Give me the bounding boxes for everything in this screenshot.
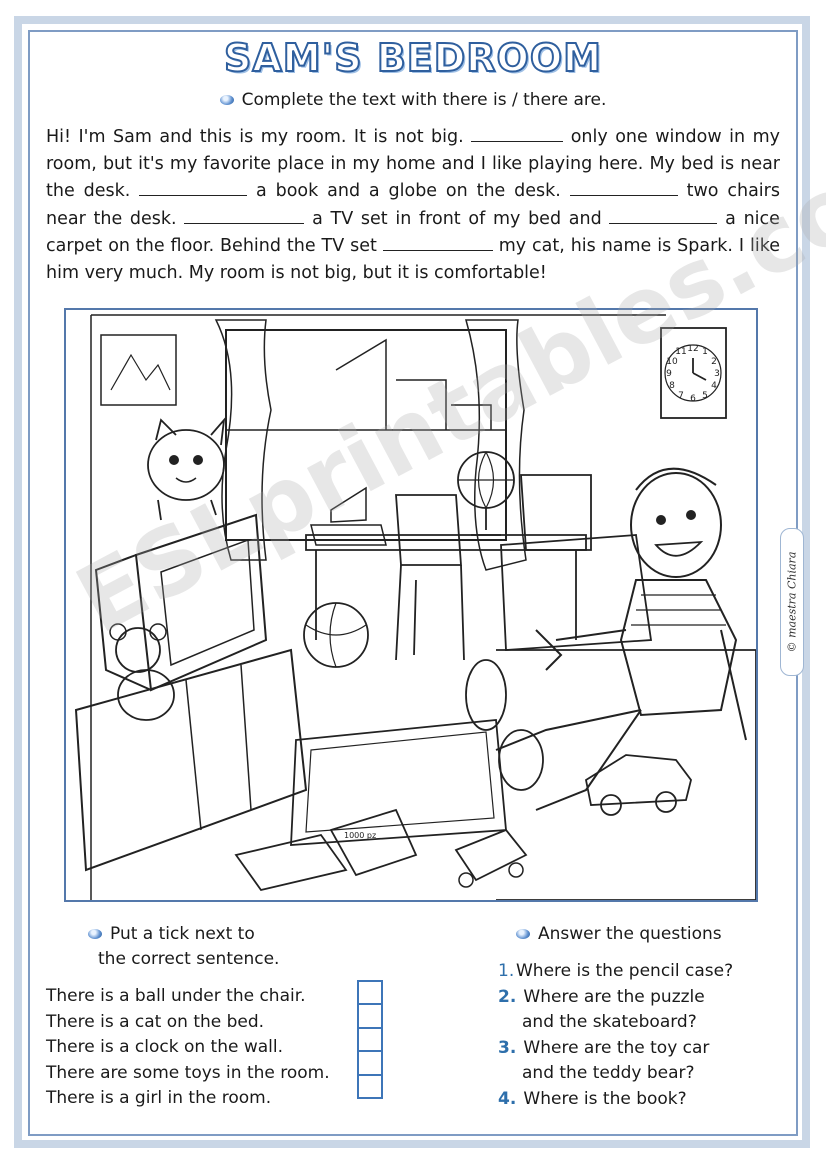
- clock-number-8: 8: [669, 381, 675, 391]
- bed: [496, 649, 756, 900]
- instruction-text: Complete the text with there is / there …: [241, 90, 607, 110]
- question-item: 4. Where is the book?: [498, 1087, 733, 1113]
- blank-3[interactable]: [569, 181, 678, 197]
- clock-number-7: 7: [678, 391, 684, 401]
- instruction: Complete the text with there is / there …: [0, 90, 826, 110]
- puzzle-box: [234, 833, 348, 892]
- toy-car: [584, 754, 692, 806]
- bed-headboard: [500, 534, 653, 651]
- wall-picture: [100, 334, 177, 406]
- curtain-right: [465, 319, 527, 571]
- carpet: [290, 719, 507, 846]
- signature-text: © maestra Chiara: [785, 551, 799, 653]
- sentence-item: There is a cat on the bed.: [46, 1011, 265, 1032]
- question-continuation: and the skateboard?: [522, 1012, 697, 1033]
- question-item: 1.Where is the pencil case?: [498, 959, 733, 985]
- clock-number-12: 12: [687, 344, 698, 354]
- fill-in-paragraph: Hi! I'm Sam and this is my room. It is n…: [46, 124, 780, 287]
- task-questions-instruction: Answer the questions: [516, 922, 722, 947]
- page-frame-outer: [14, 16, 810, 1148]
- question-item: 3. Where are the toy car: [498, 1036, 733, 1062]
- tick-checkbox[interactable]: [357, 980, 383, 1006]
- cat: [147, 429, 225, 501]
- page-title: SAM'S BEDROOM: [223, 35, 602, 81]
- tick-checkbox[interactable]: [357, 1026, 383, 1053]
- question-text: Where is the book?: [523, 1088, 687, 1109]
- question-number: 2.: [498, 986, 517, 1007]
- paragraph-part-7: my cat, his name is Spark. I like him ve…: [46, 235, 780, 284]
- question-text: Where are the puzzle: [523, 986, 705, 1007]
- signature-label: © maestra Chiara: [780, 528, 804, 676]
- clock-icon: [660, 327, 727, 419]
- question-number: 4.: [498, 1088, 517, 1109]
- clock-number-1: 1: [702, 347, 708, 357]
- paragraph-part-4: two chairs near the desk.: [46, 181, 780, 229]
- curtain-left: [214, 319, 272, 561]
- teddy-bear: [115, 627, 161, 673]
- paragraph-part-2: only one window in my room, but it's my …: [46, 127, 780, 202]
- question-number: 1.: [498, 961, 515, 981]
- book-cover-text: 1000 pz: [344, 831, 376, 840]
- tv-set: [134, 513, 268, 692]
- bullet-icon: [219, 95, 234, 105]
- task-tick-line2: the correct sentence.: [98, 949, 280, 969]
- question-continuation: and the teddy bear?: [522, 1063, 695, 1084]
- paragraph-part-5: a TV set in front of my bed and: [312, 208, 602, 229]
- sentence-item: There is a ball under the chair.: [46, 986, 306, 1006]
- tick-checkbox[interactable]: [357, 1073, 383, 1099]
- clock-number-2: 2: [711, 357, 717, 367]
- clock-number-11: 11: [675, 347, 686, 357]
- clock-number-4: 4: [711, 381, 717, 391]
- blank-1[interactable]: [471, 127, 564, 142]
- boy: [630, 472, 722, 578]
- clock-number-10: 10: [666, 357, 678, 367]
- clock-number-5: 5: [702, 391, 708, 401]
- tick-checkbox[interactable]: [357, 1003, 383, 1029]
- bedroom-drawing: 12 1 2 3 4 5 6 7 8 9 10 11: [74, 314, 756, 900]
- question-list: 1.Where is the pencil case? 2. Where are…: [498, 959, 733, 1113]
- tick-checkbox[interactable]: [357, 1050, 383, 1076]
- chair-1: [395, 494, 462, 566]
- question-text: Where is the pencil case?: [516, 961, 734, 981]
- bullet-icon: [88, 929, 102, 939]
- blank-2[interactable]: [139, 181, 248, 197]
- blank-5[interactable]: [609, 209, 718, 224]
- chair-2: [520, 474, 592, 551]
- clock-number-6: 6: [690, 394, 696, 404]
- sentence-item: There are some toys in the room.: [46, 1062, 330, 1083]
- paragraph-part-6: a nice carpet on the floor. Behind the T…: [46, 208, 780, 256]
- question-item: 2. Where are the puzzle: [498, 985, 733, 1011]
- sentence-item: There is a clock on the wall.: [46, 1037, 284, 1058]
- tick-box-column: [357, 980, 383, 1099]
- question-number: 3.: [498, 1037, 517, 1058]
- clock-number-3: 3: [714, 369, 720, 379]
- bedroom-illustration: 12 1 2 3 4 5 6 7 8 9 10 11: [64, 308, 758, 902]
- question-text: Where are the toy car: [523, 1037, 710, 1058]
- tv-stand: [74, 648, 308, 872]
- paragraph-part-3: a book and a globe on the desk.: [256, 181, 561, 202]
- book: [329, 808, 418, 877]
- clock-number-9: 9: [666, 369, 672, 379]
- sentence-list: There is a ball under the chair. There i…: [46, 984, 330, 1112]
- window-outline: [225, 329, 507, 541]
- blank-6[interactable]: [382, 236, 493, 251]
- sentence-item: There is a girl in the room.: [46, 1088, 272, 1109]
- task-tick-line1: Put a tick next to: [110, 924, 255, 944]
- skateboard: [454, 828, 528, 882]
- task-tick-instruction: Put a tick next to the correct sentence.: [88, 922, 279, 972]
- paragraph-part-1: Hi! I'm Sam and this is my room. It is n…: [46, 127, 464, 147]
- task-questions-label: Answer the questions: [538, 924, 722, 944]
- blank-4[interactable]: [184, 209, 305, 224]
- bullet-icon: [516, 929, 530, 939]
